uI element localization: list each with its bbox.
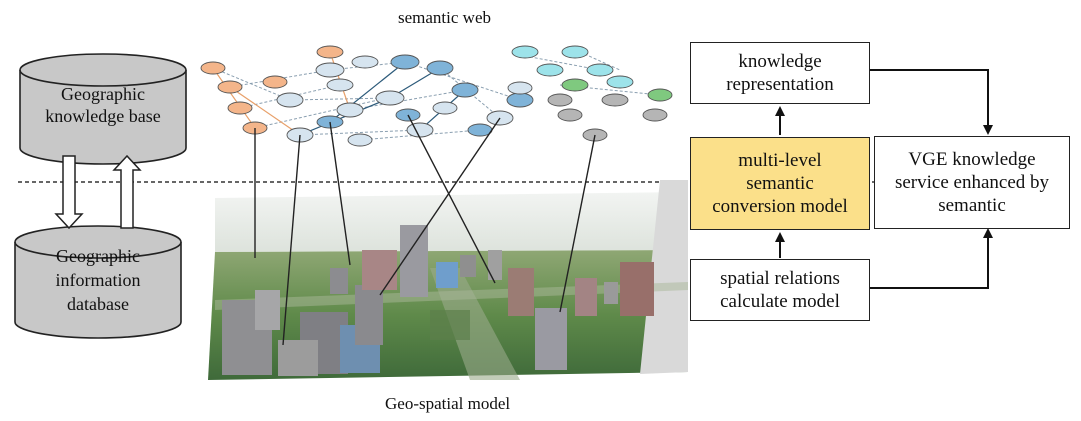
building — [330, 268, 348, 294]
multi-level-line1: multi-level — [738, 150, 822, 171]
semantic-node — [390, 54, 420, 70]
semantic-node — [347, 133, 373, 147]
scene-sky — [215, 192, 688, 252]
information-database-line2: information — [55, 270, 141, 290]
flow-arrows — [775, 69, 993, 289]
semantic-node — [406, 122, 434, 138]
semantic-web-network — [200, 45, 673, 147]
semantic-node — [276, 92, 304, 108]
information-database-text: Geographic information database — [15, 244, 181, 316]
semantic-node — [506, 92, 534, 108]
semantic-node — [315, 62, 345, 78]
semantic-node — [326, 78, 354, 92]
semantic-node — [606, 75, 634, 89]
information-database-line3: database — [67, 294, 129, 314]
multi-level-line3: conversion model — [712, 196, 848, 217]
semantic-web-label: semantic web — [398, 8, 491, 27]
building — [400, 225, 428, 297]
semantic-node — [557, 108, 583, 122]
semantic-node — [647, 88, 673, 102]
vge-line2: service enhanced by — [894, 172, 1050, 193]
knowledge-base-line2: knowledge base — [45, 106, 161, 126]
multi-level-line2: semantic — [746, 173, 814, 194]
knowledge-base-text: Geographic knowledge base — [20, 83, 186, 127]
semantic-node — [507, 81, 533, 95]
vge-line1: VGE knowledge — [908, 149, 1036, 170]
semantic-node — [351, 55, 379, 69]
semantic-node — [217, 80, 243, 94]
building — [488, 250, 502, 280]
vge-line3: semantic — [938, 195, 1006, 216]
cylinder-knowledge-base — [19, 53, 187, 165]
vge-knowledge-service-box: VGE knowledge service enhanced by semant… — [874, 136, 1070, 229]
building — [430, 310, 470, 340]
spatial-relations-line2: calculate model — [720, 291, 840, 312]
semantic-node — [642, 108, 668, 122]
semantic-node — [262, 75, 288, 89]
building — [620, 262, 654, 316]
building — [355, 285, 383, 345]
semantic-node — [432, 101, 458, 115]
geo-spatial-model-scene — [208, 180, 688, 380]
hollow-arrow-up — [112, 154, 142, 229]
semantic-node — [451, 82, 479, 98]
building — [508, 268, 534, 316]
building — [278, 340, 318, 376]
multi-level-semantic-conversion-box: multi-level semantic conversion model — [690, 137, 870, 230]
building — [535, 308, 567, 370]
semantic-node — [426, 60, 454, 76]
semantic-node — [200, 61, 226, 75]
building — [255, 290, 280, 330]
knowledge-representation-box: knowledge representation — [690, 42, 870, 104]
semantic-node — [561, 78, 589, 92]
knowledge-representation-line2: representation — [726, 74, 834, 95]
semantic-node — [536, 63, 564, 77]
semantic-node — [375, 90, 405, 106]
building — [460, 255, 476, 277]
semantic-node — [511, 45, 539, 59]
hollow-arrow-down — [54, 155, 84, 230]
building — [436, 262, 458, 288]
mapping-lines — [254, 114, 596, 346]
semantic-node — [547, 93, 573, 107]
building — [362, 250, 397, 290]
spatial-relations-box: spatial relations calculate model — [690, 259, 870, 321]
building — [604, 282, 618, 304]
building — [575, 278, 597, 316]
semantic-node — [586, 63, 614, 77]
information-database-line1: Geographic — [56, 246, 140, 266]
semantic-node — [316, 45, 344, 59]
semantic-node — [336, 102, 364, 118]
semantic-node — [227, 101, 253, 115]
semantic-node — [561, 45, 589, 59]
spatial-relations-line1: spatial relations — [720, 268, 840, 289]
knowledge-base-line1: Geographic — [61, 84, 145, 104]
cylinder-information-database — [14, 225, 182, 339]
knowledge-representation-line1: knowledge — [738, 51, 822, 72]
semantic-node — [601, 93, 629, 107]
geo-spatial-model-label: Geo-spatial model — [385, 394, 511, 413]
